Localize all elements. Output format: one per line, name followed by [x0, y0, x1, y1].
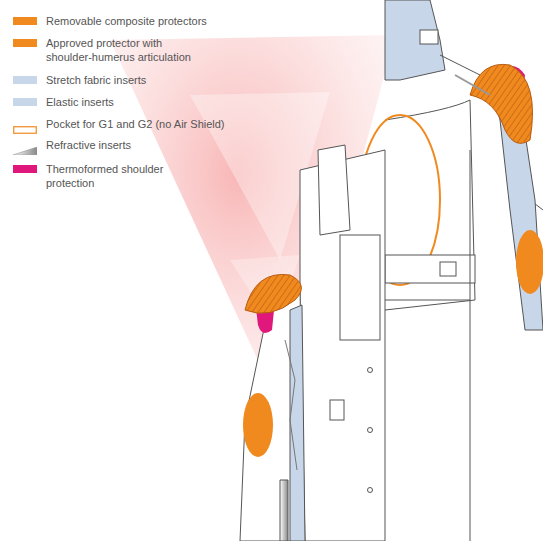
legend-symbol — [13, 141, 37, 149]
legend-text: Elastic inserts — [46, 95, 276, 109]
legend-entry: Elastic inserts — [13, 95, 276, 109]
legend-text: Refractive inserts — [46, 138, 276, 152]
legend-swatch — [13, 39, 37, 47]
legend-entry: Removable composite protectors — [13, 14, 276, 28]
legend-symbol-shape — [13, 147, 37, 155]
jacket-back-view — [360, 0, 543, 541]
legend-text: Stretch fabric inserts — [46, 73, 276, 87]
legend-text: Approved protector with shoulder-humerus… — [46, 36, 196, 64]
legend-symbol — [13, 120, 37, 128]
legend-text: Pocket for G1 and G2 (no Air Shield) — [46, 117, 286, 131]
legend-text: Removable composite protectors — [46, 14, 276, 28]
legend-swatch — [13, 17, 37, 25]
legend-symbol-shape — [13, 126, 37, 134]
legend-entry: Thermoformed shoulder protection — [13, 162, 196, 190]
jacket-front-view — [240, 145, 385, 541]
legend-entry: Refractive inserts — [13, 138, 276, 152]
legend-swatch — [13, 76, 37, 84]
legend-entry: Pocket for G1 and G2 (no Air Shield) — [13, 117, 286, 131]
legend-text: Thermoformed shoulder protection — [46, 162, 196, 190]
legend-swatch — [13, 98, 37, 106]
legend-entry: Approved protector with shoulder-humerus… — [13, 36, 196, 64]
legend-swatch — [13, 165, 37, 173]
legend-entry: Stretch fabric inserts — [13, 73, 276, 87]
